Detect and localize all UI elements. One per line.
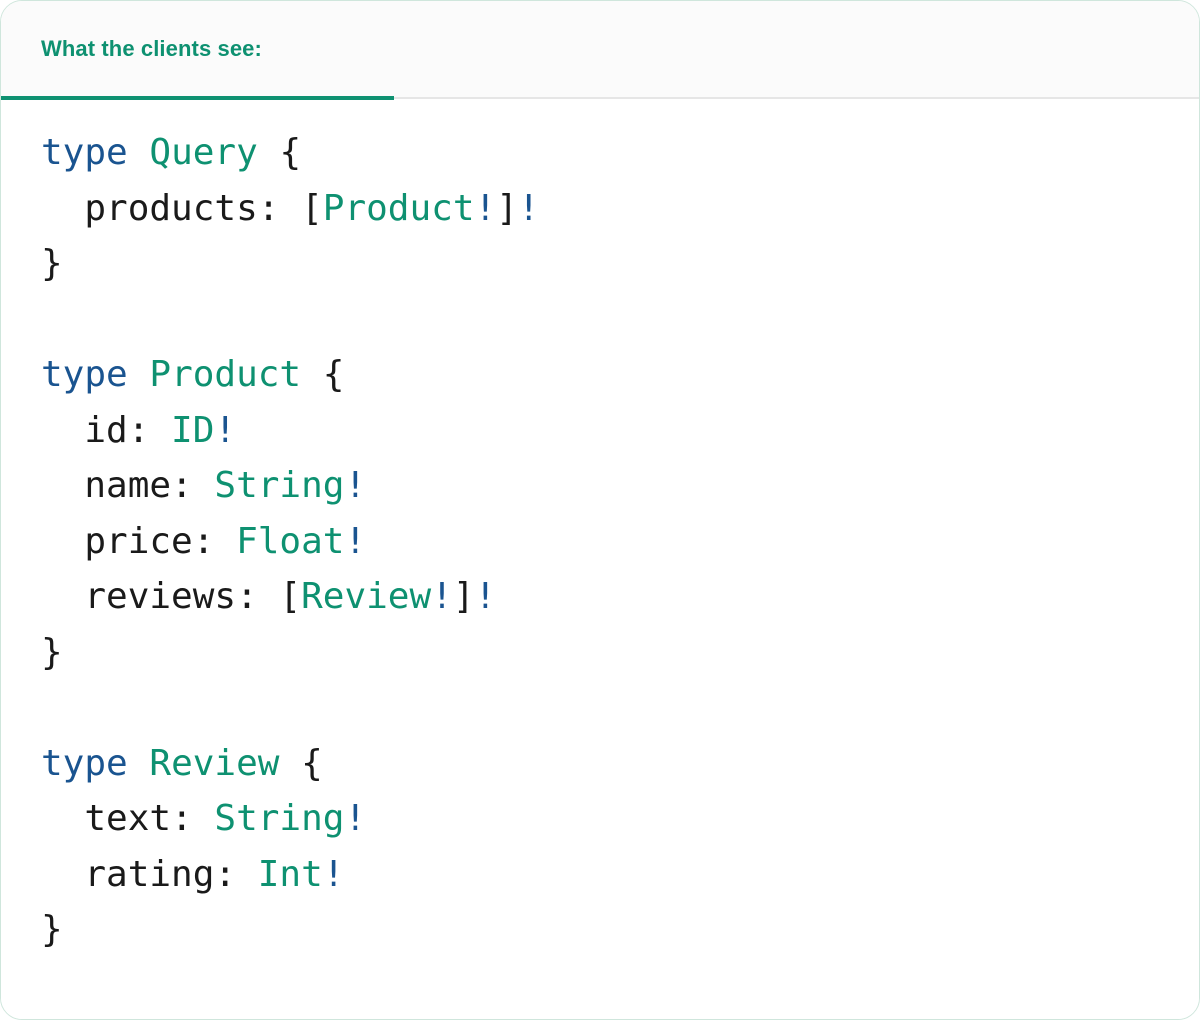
code-token: ! <box>322 853 345 895</box>
code-token: ! <box>344 798 367 839</box>
code-line: } <box>41 236 1199 292</box>
code-token: type <box>41 132 128 173</box>
code-token: String <box>214 465 345 506</box>
code-token: Product <box>322 187 475 229</box>
code-token: } <box>41 631 63 673</box>
code-token: ! <box>344 465 367 506</box>
code-line: products: [Product!]! <box>41 181 1199 237</box>
tab-bar-rule <box>1 97 1199 99</box>
code-token: type <box>41 354 128 395</box>
code-token: type <box>41 742 128 784</box>
code-token: price: <box>41 520 237 562</box>
code-token <box>128 132 150 173</box>
code-token: ! <box>431 576 453 617</box>
code-token: ! <box>344 520 367 562</box>
code-line: reviews: [Review!]! <box>41 569 1199 625</box>
code-token: ! <box>474 576 497 617</box>
code-token: ] <box>452 576 475 617</box>
code-line: type Product { <box>41 347 1199 403</box>
code-token: ] <box>496 187 518 229</box>
code-token: reviews: <box>41 576 280 617</box>
code-token <box>128 743 150 784</box>
code-line: name: String! <box>41 458 1199 514</box>
code-token: } <box>41 909 63 950</box>
code-line: rating: Int! <box>41 847 1199 903</box>
code-token: } <box>41 243 63 284</box>
code-line: type Review { <box>41 736 1199 792</box>
code-token: Int <box>257 853 323 895</box>
code-token: { <box>301 354 345 395</box>
code-token: Query <box>149 132 258 173</box>
code-block-container: type Query { products: [Product!]!}type … <box>1 101 1199 1019</box>
code-token: text: <box>41 798 215 839</box>
code-token: Review <box>301 576 432 617</box>
code-token: { <box>257 132 302 173</box>
code-token: [ <box>279 576 302 617</box>
code-line <box>41 292 1199 348</box>
code-line: } <box>41 902 1199 958</box>
tab-active-underline <box>1 96 394 100</box>
code-token: Product <box>149 354 302 395</box>
code-token: ! <box>517 187 540 229</box>
code-token <box>128 354 150 395</box>
code-token: { <box>279 742 323 784</box>
code-token: ! <box>214 409 237 451</box>
code-line <box>41 680 1199 736</box>
code-line: } <box>41 625 1199 681</box>
code-token: ! <box>474 187 497 229</box>
code-line: id: ID! <box>41 403 1199 459</box>
code-token: ID <box>171 409 215 451</box>
graphql-schema-code: type Query { products: [Product!]!}type … <box>1 101 1199 958</box>
code-token: String <box>214 798 345 839</box>
code-line: text: String! <box>41 791 1199 847</box>
code-token: name: <box>41 465 215 506</box>
code-token: Review <box>149 742 280 784</box>
code-line: price: Float! <box>41 514 1199 570</box>
code-line: type Query { <box>41 125 1199 181</box>
tab-bar: What the clients see: <box>1 1 1199 97</box>
code-token: id: <box>41 409 172 451</box>
tab-what-the-clients-see[interactable]: What the clients see: <box>1 1 394 97</box>
code-token: products: <box>41 187 302 229</box>
code-token: Float <box>236 520 345 562</box>
code-token: rating: <box>41 853 258 895</box>
code-token: [ <box>301 187 323 229</box>
tab-label: What the clients see: <box>41 36 262 61</box>
